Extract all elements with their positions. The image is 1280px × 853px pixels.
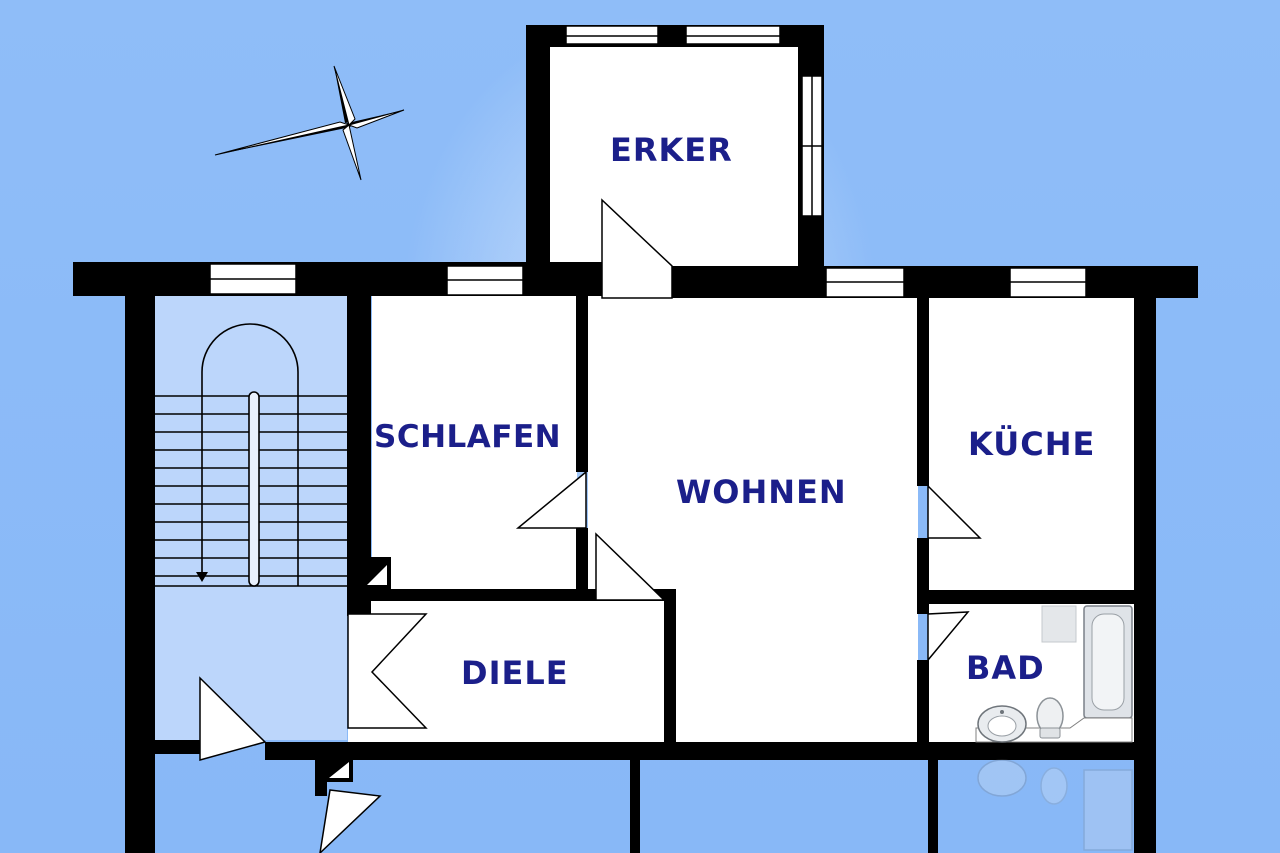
bath-reflection [977, 759, 1133, 851]
wall-right [1134, 296, 1156, 853]
wall-schlafen-right-lower [576, 528, 588, 594]
staircase [155, 323, 347, 587]
walls [73, 25, 1198, 853]
door-stair-bottom [199, 676, 267, 761]
door-lower [319, 789, 382, 853]
door-erker [601, 198, 673, 299]
corner-triangle-1 [367, 565, 387, 585]
stair-arrow [196, 572, 208, 582]
wall-schlafen-bottom [347, 589, 597, 601]
wall-lower-2 [928, 758, 938, 853]
label-schlafen: SCHLAFEN [374, 419, 562, 455]
label-wohnen: WOHNEN [676, 473, 847, 511]
wall-top-right [672, 266, 1198, 298]
room-floors [348, 45, 1134, 744]
label-diele: DIELE [461, 654, 569, 692]
label-erker: ERKER [610, 131, 733, 169]
floor-erker [550, 45, 800, 267]
door-kueche [927, 484, 982, 539]
window-erker-top-2 [685, 25, 781, 45]
wall-diele-right [664, 589, 676, 744]
compass-icon [214, 65, 405, 181]
corner-triangle-2 [329, 762, 349, 778]
wall-bottom-left [125, 740, 200, 754]
sink-icon [977, 705, 1027, 743]
wall-kueche-bottom [917, 590, 1137, 604]
wall-lower-1 [630, 758, 640, 853]
door-bad [927, 611, 970, 663]
floor-schlafen [372, 296, 577, 589]
wall-kueche-left-upper [917, 296, 929, 486]
label-bad: BAD [966, 649, 1045, 687]
wall-bad-left-lower [917, 660, 929, 746]
door-schlafen [515, 470, 587, 529]
bathtub [1083, 605, 1133, 719]
door-entrance [347, 613, 428, 729]
wall-schlafen-right-upper [576, 296, 588, 472]
wall-left [125, 296, 155, 853]
bath-cabinet [1041, 605, 1077, 643]
floor-kueche [928, 298, 1134, 590]
door-diele [595, 532, 666, 601]
doors [199, 198, 982, 853]
window-lines [210, 35, 1086, 283]
wall-erker-left [526, 25, 550, 295]
window-erker-top-1 [565, 25, 659, 45]
label-kueche: KÜCHE [968, 425, 1096, 463]
wall-bottom [265, 742, 1155, 760]
toilet-icon [1036, 697, 1064, 739]
